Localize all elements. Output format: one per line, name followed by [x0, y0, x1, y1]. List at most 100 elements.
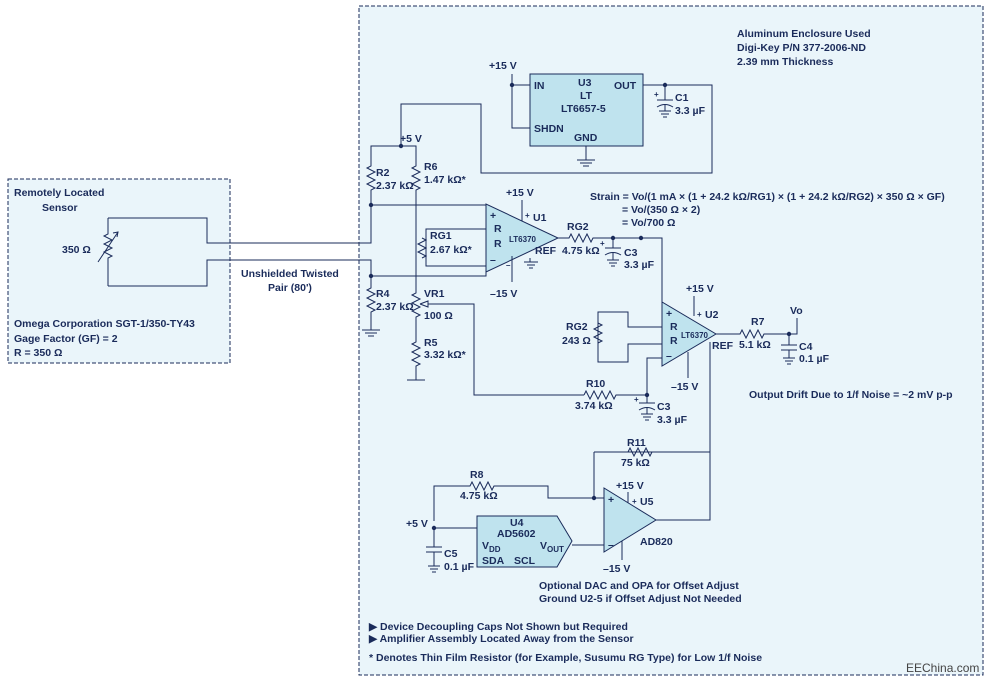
- cable-label-line2: Pair (80'): [268, 282, 312, 294]
- u5-supply-pos: +15 V: [616, 480, 644, 492]
- footnote-star: * Denotes Thin Film Resistor (for Exampl…: [369, 652, 762, 664]
- r2-value: 2.37 kΩ: [376, 180, 414, 192]
- u4-designator: U4: [510, 517, 524, 529]
- offset-note-line1: Optional DAC and OPA for Offset Adjust: [539, 580, 739, 592]
- c1-name: C1: [675, 92, 689, 104]
- svg-text:–: –: [506, 261, 511, 270]
- u2-ref: REF: [712, 340, 734, 352]
- r5-name: R5: [424, 337, 438, 349]
- twisted-pair-cable: [108, 205, 372, 287]
- u3-name-line1: LT: [580, 90, 593, 102]
- c3-u2-name: C3: [657, 401, 671, 413]
- c4-name: C4: [799, 341, 813, 353]
- svg-text:+: +: [525, 211, 530, 220]
- u1-r1: R: [494, 223, 502, 235]
- u1-supply-pos: +15 V: [506, 187, 534, 199]
- u3-name-line2: LT6657-5: [561, 103, 606, 115]
- u3-designator: U3: [578, 77, 592, 89]
- u2-supply-pos: +15 V: [686, 283, 714, 295]
- u4-pin-sda: SDA: [482, 555, 505, 567]
- u2-designator: U2: [705, 309, 719, 321]
- c3-u1-plus: +: [600, 239, 605, 248]
- u2-part: LT6370: [681, 331, 709, 340]
- r2-name: R2: [376, 167, 390, 179]
- rg2-u2-name: RG2: [566, 321, 588, 333]
- r6-name: R6: [424, 161, 438, 173]
- u1-r2: R: [494, 238, 502, 250]
- u1-ref: REF: [535, 245, 557, 257]
- c3-u1-name: C3: [624, 247, 638, 259]
- c5-name: C5: [444, 548, 458, 560]
- u3-pin-gnd: GND: [574, 132, 598, 144]
- r11-name: R11: [627, 437, 646, 449]
- footnote-bullet1: ▶ Device Decoupling Caps Not Shown but R…: [368, 621, 628, 633]
- c4-value: 0.1 µF: [799, 353, 830, 365]
- equation-line3: = Vo/700 Ω: [622, 217, 675, 229]
- offset-wiring: [426, 446, 711, 573]
- rg2-u2-value: 243 Ω: [562, 335, 591, 347]
- sensor-title-line1: Remotely Located: [14, 187, 104, 199]
- u2-plus: +: [666, 308, 672, 320]
- r7-value: 5.1 kΩ: [739, 339, 771, 351]
- u4-part: AD5602: [497, 528, 536, 540]
- r10-value: 3.74 kΩ: [575, 400, 613, 412]
- enclosure-note-line2: Digi-Key P/N 377-2006-ND: [737, 42, 866, 54]
- u5-opamp: [603, 487, 657, 553]
- c3-u2-plus: +: [634, 395, 639, 404]
- u5-minus: –: [608, 539, 614, 551]
- footnote-bullet2: ▶ Amplifier Assembly Located Away from t…: [368, 633, 634, 645]
- u3-supply: +15 V: [489, 60, 517, 72]
- rg1-resistor: [416, 237, 428, 259]
- rg1-value: 2.67 kΩ*: [430, 244, 473, 256]
- u4-supply: +5 V: [406, 518, 428, 530]
- bridge-supply: +5 V: [400, 133, 422, 145]
- sensor-part-line1: Omega Corporation SGT-1/350-TY43: [14, 318, 195, 330]
- c5-value: 0.1 µF: [444, 561, 475, 573]
- strain-gauge-value: 350 Ω: [62, 244, 91, 256]
- c1-value: 3.3 µF: [675, 105, 706, 117]
- offset-note-line2: Ground U2-5 if Offset Adjust Not Needed: [539, 593, 742, 605]
- u5-plus: +: [608, 494, 614, 506]
- output-drift-note: Output Drift Due to 1/f Noise = ~2 mV p-…: [749, 389, 953, 401]
- c3-u2-value: 3.3 µF: [657, 414, 688, 426]
- u3-pin-in: IN: [534, 80, 545, 92]
- u5-designator: U5: [640, 496, 654, 508]
- u2-r1: R: [670, 321, 678, 333]
- u2-supply-neg: –15 V: [671, 381, 698, 393]
- u5-part: AD820: [640, 536, 673, 548]
- u2-minus: –: [666, 350, 672, 362]
- u5-supply-neg: –15 V: [603, 563, 630, 575]
- enclosure-note-line3: 2.39 mm Thickness: [737, 56, 833, 68]
- u3-pin-shdn: SHDN: [534, 123, 564, 135]
- r4-name: R4: [376, 288, 390, 300]
- watermark: EEChina.com: [906, 661, 979, 675]
- cable-label-line1: Unshielded Twisted: [241, 268, 339, 280]
- equation-line1: Strain = Vo/(1 mA × (1 + 24.2 kΩ/RG1) × …: [590, 191, 945, 203]
- u1-part: LT6370: [509, 235, 537, 244]
- u4-pin-vout: VOUT: [540, 540, 564, 554]
- vr1-name: VR1: [424, 288, 445, 300]
- u1-supply-neg: –15 V: [490, 288, 517, 300]
- u4-pin-scl: SCL: [514, 555, 536, 567]
- strain-gauge-resistor: [97, 218, 119, 286]
- enclosure-note-line1: Aluminum Enclosure Used: [737, 28, 871, 40]
- u2-r2: R: [670, 335, 678, 347]
- vo-label: Vo: [790, 305, 803, 317]
- equation-line2: = Vo/(350 Ω × 2): [622, 204, 700, 216]
- remote-sensor-box: [7, 178, 231, 364]
- u4-dac-block: [476, 515, 573, 568]
- sensor-part-line3: R = 350 Ω: [14, 347, 62, 359]
- sensor-title-line2: Sensor: [42, 202, 78, 214]
- u1-minus: –: [490, 254, 496, 266]
- r4-value: 2.37 kΩ: [376, 301, 414, 313]
- c1-plus: +: [654, 90, 659, 99]
- rg2-u1-name: RG2: [567, 221, 589, 233]
- rg2-u1-value: 4.75 kΩ: [562, 245, 600, 257]
- r5-value: 3.32 kΩ*: [424, 349, 467, 361]
- u2-pin5: +: [697, 310, 702, 319]
- u3-wiring: [400, 74, 713, 174]
- r8-value: 4.75 kΩ: [460, 490, 498, 502]
- u5-pin5: +: [632, 497, 637, 506]
- vr1-value: 100 Ω: [424, 310, 453, 322]
